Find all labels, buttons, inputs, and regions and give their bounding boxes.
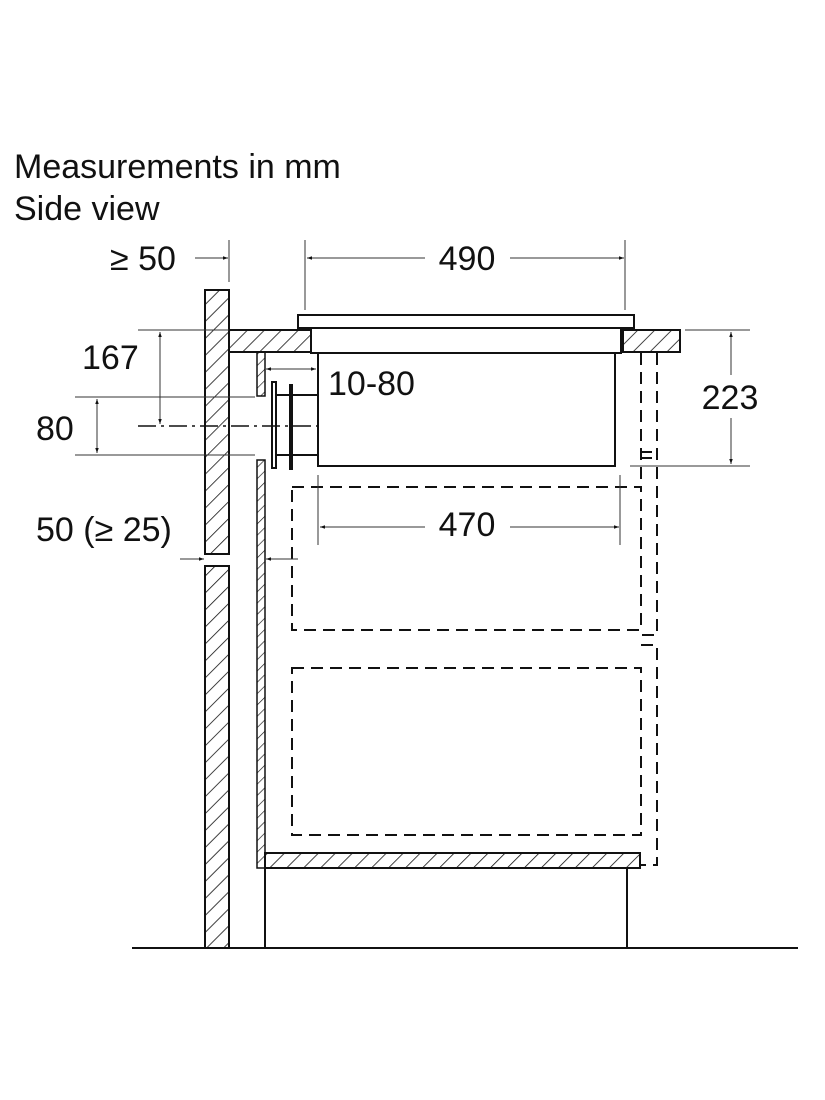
- front-dashed-lower: [641, 644, 658, 866]
- wall-upper: [204, 289, 230, 555]
- cabinet-panel-top: [256, 351, 266, 397]
- drawer-lower: [291, 667, 642, 836]
- worktop-right: [622, 329, 681, 353]
- dim-hob-width: 490: [439, 240, 496, 278]
- title-measurements: Measurements in mm: [14, 148, 341, 186]
- worktop-left: [228, 329, 312, 353]
- dim-installation-depth: 223: [702, 379, 759, 417]
- title-side-view: Side view: [14, 190, 160, 228]
- cabinet-side-panel: [256, 459, 266, 869]
- dim-167: 167: [82, 339, 139, 377]
- dim-rear-gap: 50 (≥ 25): [36, 511, 172, 549]
- dim-duct-offset: 10-80: [328, 365, 415, 403]
- dim-wall-clearance: ≥ 50: [110, 240, 176, 278]
- hob-glass: [297, 314, 635, 329]
- dim-inner-width: 470: [439, 506, 496, 544]
- hob-upper-body: [310, 327, 622, 354]
- front-dashed-upper: [641, 353, 658, 636]
- wall-lower: [204, 565, 230, 949]
- cabinet-bottom: [264, 852, 641, 869]
- dim-duct-height: 80: [36, 410, 74, 448]
- hob-lower-body: [317, 352, 616, 467]
- duct-plate: [271, 381, 277, 469]
